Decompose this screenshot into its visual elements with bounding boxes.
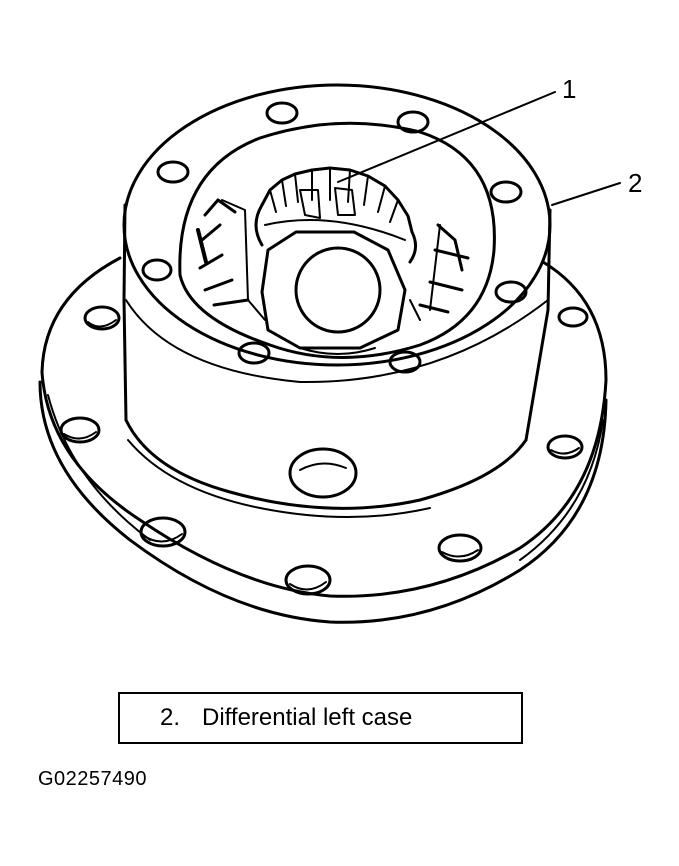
leader-1	[337, 91, 556, 183]
rim-hole-1	[265, 101, 299, 125]
caption-text: Differential left case	[202, 704, 413, 731]
rim-hole-3	[156, 160, 190, 184]
leader-2	[551, 182, 621, 206]
rim-hole-4	[489, 180, 523, 204]
caption-number: 2.	[160, 704, 181, 731]
rim-hole-5	[141, 258, 173, 282]
callout-leaders	[337, 91, 621, 206]
flange-hole-5	[437, 533, 483, 563]
flange-hole-7	[557, 306, 589, 328]
callout-label-2: 2	[628, 168, 642, 198]
case-body	[122, 203, 552, 518]
rim-bolt-holes	[141, 101, 528, 374]
callout-label-1: 1	[562, 74, 576, 104]
flange-hole-6	[546, 434, 584, 460]
upper-rim	[122, 83, 552, 367]
flange-hole-2	[59, 416, 101, 444]
internal-gears	[196, 166, 470, 355]
figure-id: G02257490	[38, 768, 148, 790]
flange-bolt-holes	[59, 305, 589, 596]
flange-hole-4	[284, 564, 332, 596]
rim-hole-8	[388, 350, 422, 374]
side-window-hole	[288, 447, 358, 499]
flange-hole-3	[139, 516, 187, 548]
flange-hole-1	[83, 305, 121, 331]
rim-hole-7	[237, 341, 271, 365]
lower-flange	[38, 256, 608, 624]
rim-hole-2	[396, 110, 430, 134]
rim-hole-6	[494, 280, 528, 304]
caption-box: 2. Differential left case	[118, 692, 523, 744]
